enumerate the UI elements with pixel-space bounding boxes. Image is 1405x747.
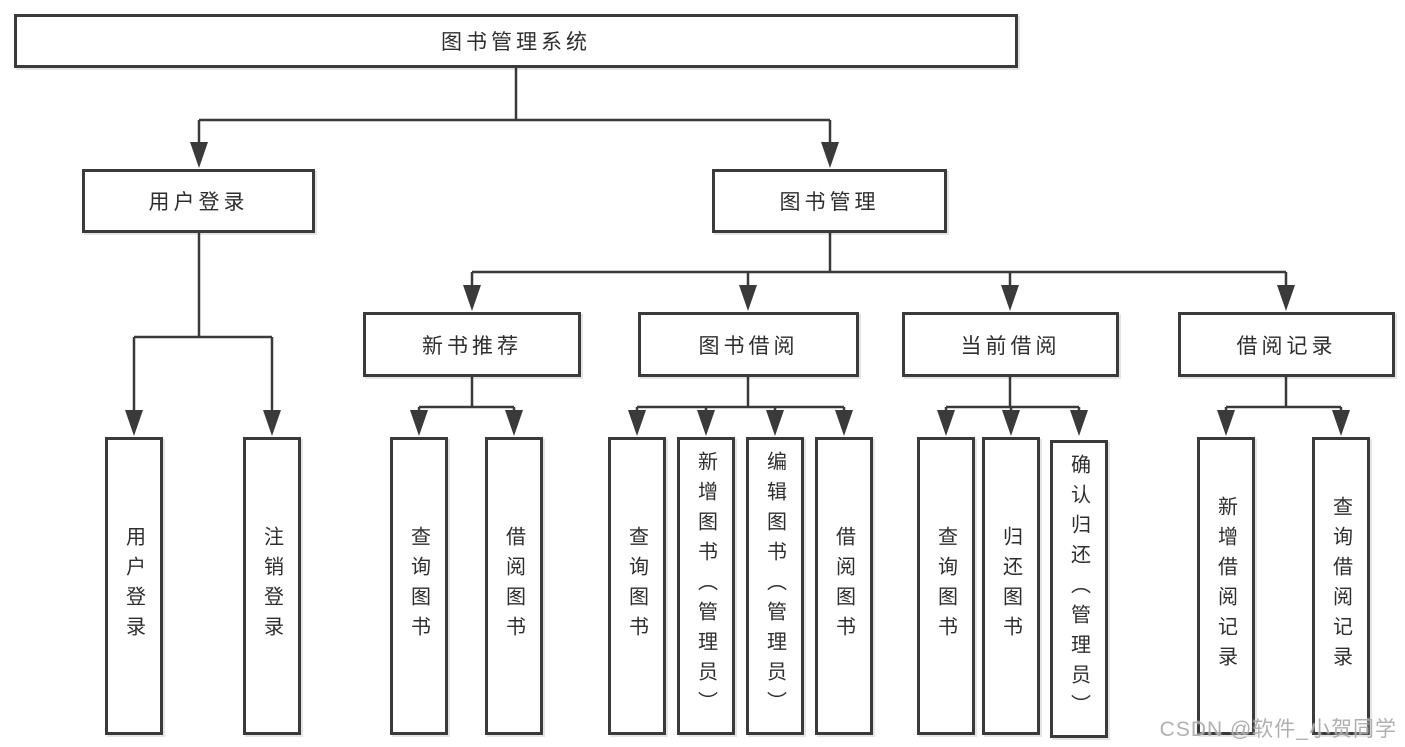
- node-borrow-records: 借阅记录: [1178, 312, 1395, 377]
- csdn-watermark: CSDN @软件_小贺同学: [1159, 718, 1397, 741]
- node-root-label: 图书管理系统: [441, 31, 591, 54]
- node-book-borrow-label: 图书借阅: [698, 334, 799, 358]
- leaf-add-borrow-record-label: 新增借阅记录: [1214, 496, 1237, 676]
- leaf-add-books-admin: 新增图书（管理员）: [677, 437, 735, 735]
- leaf-query-books-recommend-label: 查询图书: [407, 526, 430, 646]
- node-new-book-recommend: 新书推荐: [363, 312, 581, 377]
- node-user-login-label: 用户登录: [148, 191, 249, 214]
- node-current-borrow-label: 当前借阅: [960, 334, 1061, 358]
- node-book-borrow: 图书借阅: [638, 312, 859, 377]
- leaf-query-borrow-record: 查询借阅记录: [1312, 437, 1370, 735]
- node-current-borrow: 当前借阅: [902, 312, 1119, 377]
- leaf-query-books-borrow-label: 查询图书: [625, 526, 648, 646]
- leaf-user-login: 用户登录: [105, 437, 163, 735]
- leaf-borrow-books-recommend: 借阅图书: [485, 437, 543, 735]
- leaf-query-books-recommend: 查询图书: [390, 437, 448, 735]
- leaf-query-books-current: 查询图书: [917, 437, 975, 735]
- leaf-add-books-admin-label: 新增图书（管理员）: [694, 451, 717, 721]
- node-user-login: 用户登录: [82, 169, 315, 233]
- leaf-query-borrow-record-label: 查询借阅记录: [1329, 496, 1352, 676]
- node-new-book-recommend-label: 新书推荐: [422, 334, 522, 358]
- leaf-edit-books-admin: 编辑图书（管理员）: [746, 437, 804, 735]
- arrow-down-icons: [125, 142, 1350, 436]
- node-root: 图书管理系统: [14, 14, 1018, 68]
- leaf-logout: 注销登录: [243, 437, 301, 735]
- leaf-return-books: 归还图书: [982, 437, 1040, 735]
- leaf-query-books-borrow: 查询图书: [608, 437, 666, 735]
- leaf-user-login-label: 用户登录: [122, 526, 145, 646]
- leaf-logout-label: 注销登录: [260, 526, 283, 646]
- leaf-borrow-books-label: 借阅图书: [832, 526, 855, 646]
- node-book-management: 图书管理: [712, 169, 947, 233]
- leaf-edit-books-admin-label: 编辑图书（管理员）: [763, 451, 786, 721]
- leaf-query-books-current-label: 查询图书: [934, 526, 957, 646]
- leaf-confirm-return-admin-label: 确认归还（管理员）: [1067, 454, 1090, 724]
- leaf-borrow-books-recommend-label: 借阅图书: [502, 526, 525, 646]
- connector-paths: [132, 68, 1343, 412]
- leaf-add-borrow-record: 新增借阅记录: [1197, 437, 1255, 735]
- leaf-borrow-books: 借阅图书: [815, 437, 873, 735]
- leaf-return-books-label: 归还图书: [999, 526, 1022, 646]
- node-borrow-records-label: 借阅记录: [1236, 334, 1337, 358]
- node-book-management-label: 图书管理: [779, 191, 880, 214]
- leaf-confirm-return-admin: 确认归还（管理员）: [1050, 440, 1108, 738]
